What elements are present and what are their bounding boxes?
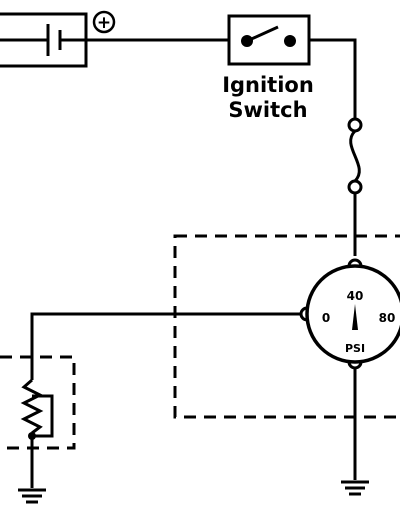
gauge-unit: PSI	[345, 342, 365, 355]
positive-terminal-icon: +	[92, 10, 116, 34]
sender-resistor-icon	[20, 378, 54, 438]
switch-label-line1: Ignition	[222, 73, 314, 97]
gauge-scale-high: 80	[379, 311, 396, 325]
wire-gauge-to-sender	[30, 312, 301, 380]
ground-icon-gauge	[341, 480, 369, 496]
wire-switch-to-fuse	[309, 38, 357, 119]
gauge-housing	[173, 234, 400, 419]
gauge-scale-low: 0	[322, 311, 330, 325]
ignition-switch	[227, 14, 311, 66]
sender-housing	[0, 355, 76, 450]
pressure-gauge: 40 0 80 PSI	[299, 258, 400, 370]
battery-symbol	[0, 12, 88, 68]
switch-label-line2: Switch	[228, 98, 307, 122]
polarity-symbol: +	[97, 13, 111, 33]
fuse-symbol	[347, 117, 363, 195]
gauge-scale-mid: 40	[347, 289, 364, 303]
ground-icon-sender	[18, 488, 46, 504]
gauge-needle	[352, 304, 358, 330]
